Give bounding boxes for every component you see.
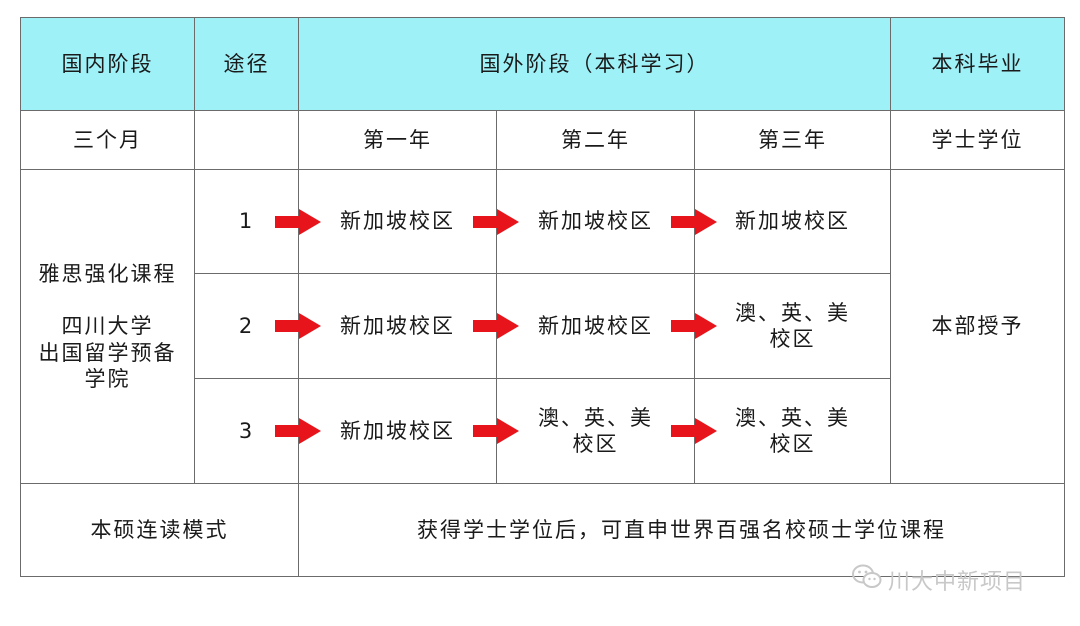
right-arrow-icon [473,418,519,444]
route-cell: 新加坡校区 [275,170,497,274]
header-graduation: 本科毕业 [891,18,1065,111]
header-route: 途径 [195,18,299,111]
watermark: 川大中新项目 [852,564,1026,596]
subheader-empty [195,111,299,170]
footer-mode: 本硕连读模式 [21,484,299,577]
route-cell: 澳、英、美 校区 [671,379,891,484]
route-cell: 新加坡校区 [275,274,497,379]
subheader-degree: 学士学位 [891,111,1065,170]
route-cell: 新加坡校区 [671,170,891,274]
route-cell: 新加坡校区 [473,170,695,274]
subheader-year2: 第二年 [497,111,695,170]
right-arrow-icon [671,313,717,339]
right-arrow-icon [275,208,321,235]
subheader-duration: 三个月 [21,111,195,170]
right-arrow-icon [671,418,717,444]
subheader-year3: 第三年 [695,111,891,170]
header-overseas: 国外阶段（本科学习） [299,18,891,111]
header-domestic: 国内阶段 [21,18,195,111]
subheader-year1: 第一年 [299,111,497,170]
right-arrow-icon [473,208,519,235]
program-description: 雅思强化课程 四川大学 出国留学预备 学院 [21,170,195,484]
right-arrow-icon [275,418,321,444]
right-arrow-icon [671,208,717,235]
route-cell: 澳、英、美 校区 [671,274,891,379]
program-table: 国内阶段 途径 国外阶段（本科学习） 本科毕业 三个月 第一年 第二年 第三年 … [20,17,1065,577]
route-cell: 新加坡校区 [473,274,695,379]
wechat-icon [852,564,882,596]
route-cell: 新加坡校区 [275,379,497,484]
route-cell: 澳、英、美 校区 [473,379,695,484]
footer-description: 获得学士学位后，可直申世界百强名校硕士学位课程 [299,484,1065,577]
degree-award: 本部授予 [891,170,1065,484]
right-arrow-icon [275,313,321,339]
right-arrow-icon [473,313,519,339]
